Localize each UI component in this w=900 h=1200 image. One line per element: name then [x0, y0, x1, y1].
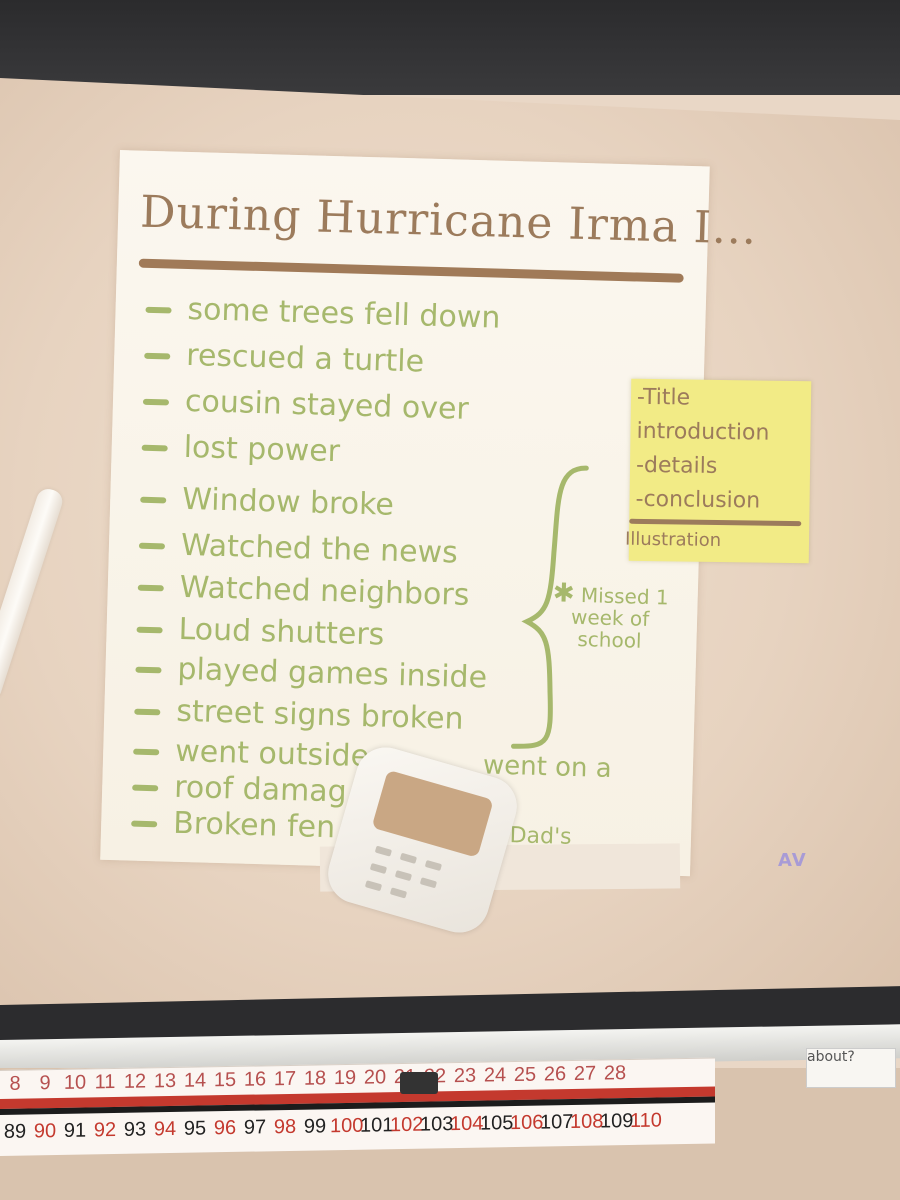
chart-title: During Hurricane Irma I... — [139, 186, 758, 255]
sticky-item: -conclusion — [635, 486, 761, 514]
list-item: street signs broken — [134, 693, 464, 737]
binder-clip — [400, 1072, 438, 1094]
sticky-item: -Title — [636, 384, 691, 411]
number-line: 8910111213141516171819202122232425262728… — [0, 1057, 715, 1156]
title-underline — [138, 258, 684, 283]
sticky-item: introduction — [636, 418, 770, 446]
list-item: Loud shutters — [136, 611, 385, 653]
list-item: cousin stayed over — [142, 383, 469, 427]
sticky-note: -Title introduction -details -conclusion… — [625, 378, 812, 564]
list-item: went outside — [133, 733, 370, 774]
sticky-footer: Illustration — [624, 528, 722, 552]
sticky-item: -details — [635, 452, 718, 479]
list-item: Watched the news — [138, 527, 458, 571]
list-item: lost power — [141, 429, 340, 469]
corner-tag-text: about? — [807, 1049, 855, 1065]
remote-key — [389, 887, 408, 899]
partial-note: went on a — [482, 750, 613, 784]
remote-key — [399, 852, 418, 864]
sticky-divider — [629, 518, 802, 527]
remote-key — [419, 877, 438, 889]
list-item: roof damag — [132, 769, 347, 810]
list-item: Broken fen — [131, 805, 336, 845]
anchor-chart: During Hurricane Irma I... some trees fe… — [100, 150, 758, 877]
remote-key — [424, 859, 443, 872]
remote-key — [394, 870, 413, 882]
list-item: rescued a turtle — [144, 337, 425, 380]
remote-display — [371, 769, 494, 858]
remote-key — [369, 862, 388, 875]
wall-top — [0, 0, 900, 95]
list-item: some trees fell down — [145, 291, 501, 336]
list-item: played games inside — [135, 651, 488, 695]
corner-tag: about? — [806, 1048, 896, 1088]
list-item: Window broke — [140, 481, 394, 523]
projector-logo: AV — [778, 850, 807, 871]
remote-key — [374, 845, 393, 857]
list-item: Watched neighbors — [137, 569, 470, 613]
curly-brace — [511, 465, 589, 749]
remote-key — [364, 880, 383, 892]
missed-school-note: ✱ Missed 1 week of school — [552, 578, 669, 653]
